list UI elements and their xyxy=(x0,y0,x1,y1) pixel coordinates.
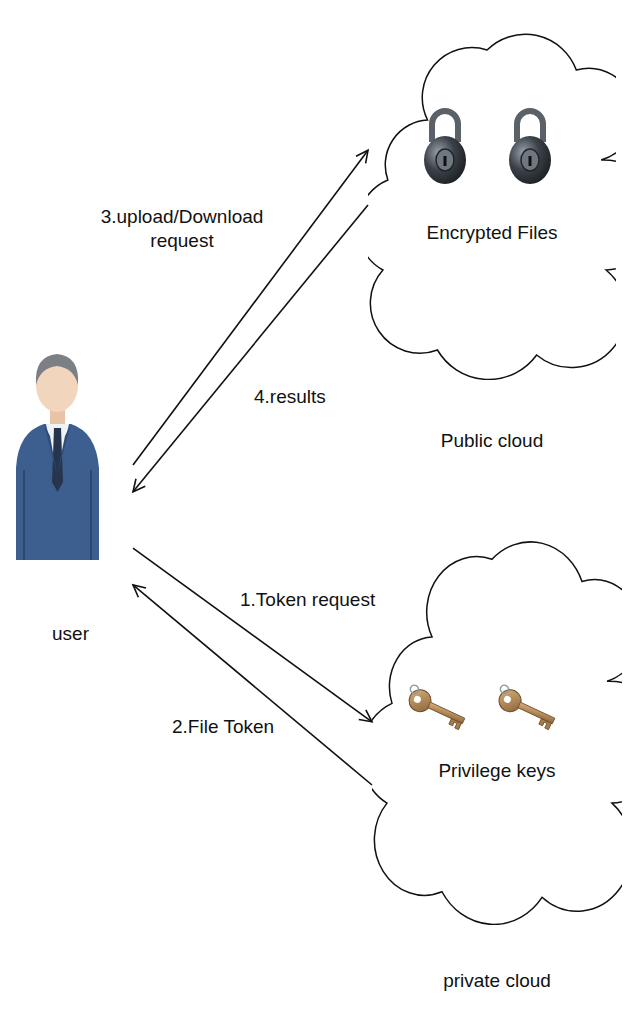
flow-arrow xyxy=(133,585,372,785)
padlock-icon xyxy=(509,111,551,184)
cloud-title: Privilege keys xyxy=(438,760,555,783)
edge-label: 1.Token request xyxy=(238,588,377,612)
key-icon xyxy=(403,684,469,731)
edge-label: 4.results xyxy=(252,385,328,409)
cloud-caption: Public cloud xyxy=(441,430,543,453)
padlock-icon xyxy=(424,111,466,184)
actor-label: user xyxy=(52,623,89,646)
private-cloud-outline xyxy=(361,542,628,925)
cloud-node: Privilege keys private cloud xyxy=(372,515,622,1005)
public-cloud-outline xyxy=(357,34,628,379)
cloud-caption: private cloud xyxy=(443,970,551,993)
cloud-node: Encrypted FilesPublic cloud xyxy=(368,10,616,455)
person-icon xyxy=(16,354,99,560)
actor-node: user xyxy=(8,335,133,655)
edge-label: 2.File Token xyxy=(170,715,276,739)
cloud-shape xyxy=(361,542,628,925)
cloud-title: Encrypted Files xyxy=(427,222,558,245)
flow-arrow xyxy=(133,150,368,465)
cloud-shape xyxy=(357,34,628,379)
key-icon xyxy=(493,684,559,731)
flow-arrow xyxy=(133,548,372,722)
edge-label: 3.upload/Download request xyxy=(95,205,269,253)
